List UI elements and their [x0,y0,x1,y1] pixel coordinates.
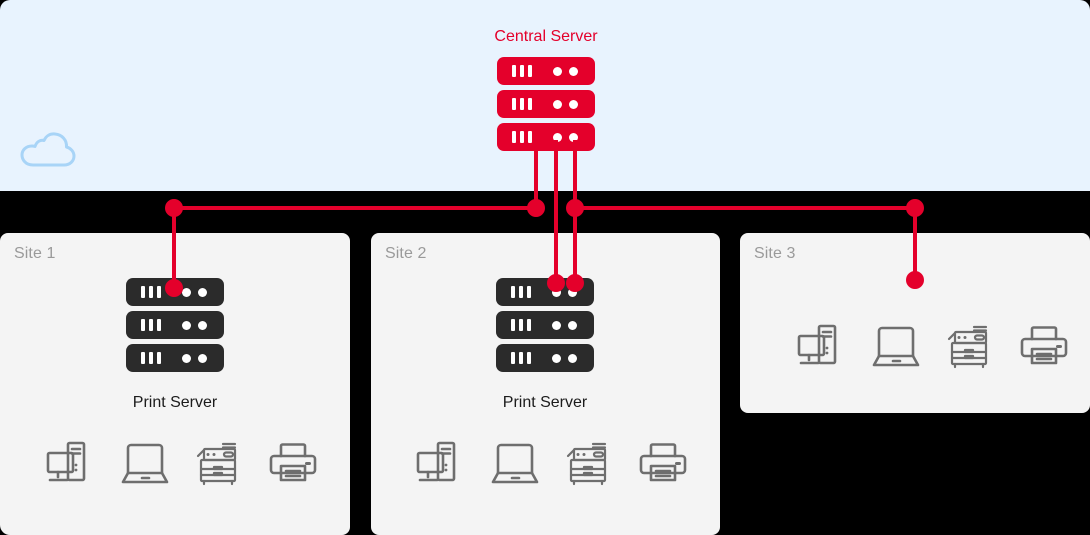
device-copier[interactable] [933,321,1007,373]
device-laptop[interactable] [478,438,552,490]
site-1-print-server-icon[interactable] [126,278,224,377]
device-printer[interactable] [626,438,700,490]
server-unit [496,344,594,372]
copier-mfp-icon [566,442,607,486]
central-server-icon[interactable] [497,57,595,156]
site-panel-site-2[interactable]: Site 2 Print Server [371,233,720,535]
server-unit [497,90,595,118]
server-leds-icon [182,354,207,363]
server-bars-icon [141,319,161,331]
device-desktop-pc[interactable] [404,438,478,490]
server-bars-icon [511,286,531,298]
server-bars-icon [512,131,532,143]
site-label: Site 1 [14,245,56,262]
server-bars-icon [512,65,532,77]
server-bars-icon [511,352,531,364]
desktop-pc-icon [416,441,456,482]
device-printer[interactable] [256,438,330,490]
site-panel-site-3[interactable]: Site 3 [740,233,1090,413]
site-2-server-caption: Print Server [502,394,588,411]
server-leds-icon [553,100,578,109]
server-unit [126,311,224,339]
site-1-server-caption: Print Server [132,394,218,411]
server-leds-icon [553,133,578,142]
server-unit [126,344,224,372]
server-unit [496,278,594,306]
device-desktop-pc[interactable] [785,321,859,373]
server-unit [126,278,224,306]
desktop-pc-icon [46,441,86,482]
laptop-icon [491,443,539,484]
copier-mfp-icon [947,325,988,369]
laptop-icon [872,326,920,367]
server-leds-icon [182,321,207,330]
server-bars-icon [511,319,531,331]
site-panel-site-1[interactable]: Site 1 Print Server [0,233,350,535]
server-leds-icon [182,288,207,297]
printer-icon [269,443,317,482]
copier-mfp-icon [196,442,237,486]
server-leds-icon [552,354,577,363]
site-2-device-row [404,438,700,490]
device-copier[interactable] [182,438,256,490]
printer-icon [1020,326,1068,365]
backbone-band [0,191,1090,233]
laptop-icon [121,443,169,484]
server-leds-icon [552,288,577,297]
server-unit [497,57,595,85]
cloud-icon [20,130,76,175]
site-3-device-row [785,321,1081,373]
server-bars-icon [141,286,161,298]
device-printer[interactable] [1007,321,1081,373]
device-laptop[interactable] [108,438,182,490]
server-unit [497,123,595,151]
server-bars-icon [141,352,161,364]
device-desktop-pc[interactable] [34,438,108,490]
server-leds-icon [553,67,578,76]
site-label: Site 3 [754,245,796,262]
server-leds-icon [552,321,577,330]
device-copier[interactable] [552,438,626,490]
site-1-device-row [34,438,330,490]
central-server-label: Central Server [494,28,598,45]
server-bars-icon [512,98,532,110]
server-unit [496,311,594,339]
device-laptop[interactable] [859,321,933,373]
printer-icon [639,443,687,482]
site-label: Site 2 [385,245,427,262]
site-2-print-server-icon[interactable] [496,278,594,377]
desktop-pc-icon [797,324,837,365]
